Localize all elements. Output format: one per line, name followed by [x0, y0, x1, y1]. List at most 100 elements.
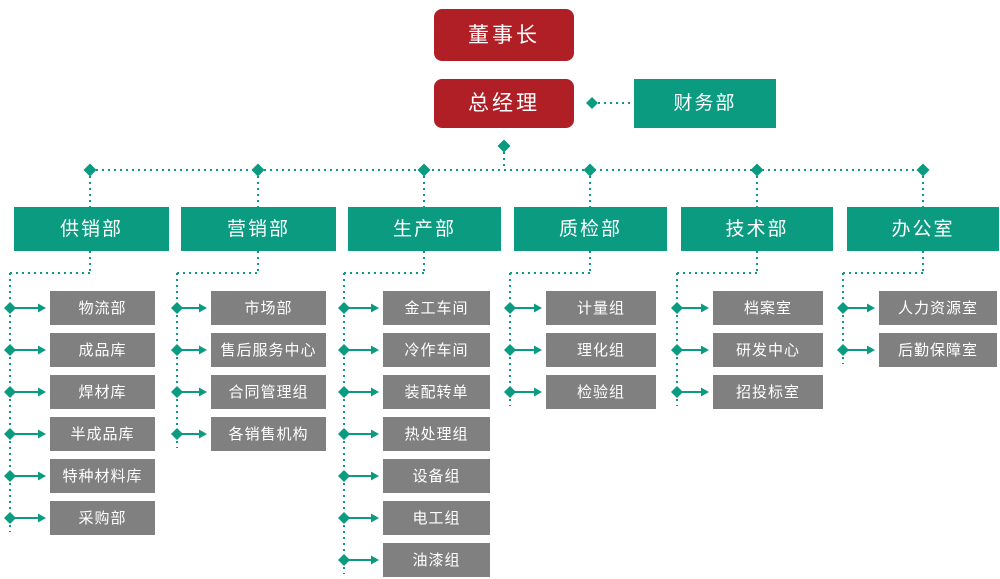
sub-node-technology-0[interactable]: 档案室	[713, 291, 823, 325]
dept-node-marketing[interactable]: 营销部	[181, 207, 336, 251]
staff-node-finance-label: 财务部	[673, 93, 737, 114]
child-arrow-production-5	[344, 513, 379, 523]
child-dot-supply-sales-2	[4, 386, 16, 398]
sub-node-marketing-1-label: 售后服务中心	[220, 341, 317, 359]
sub-node-marketing-0[interactable]: 市场部	[211, 291, 326, 325]
child-arrow-quality-inspection-0	[510, 303, 542, 313]
child-dot-marketing-1	[171, 344, 183, 356]
sub-node-technology-1-label: 研发中心	[735, 341, 800, 359]
dept-bus-dot-technology	[750, 163, 764, 177]
sub-node-production-3[interactable]: 热处理组	[383, 417, 490, 451]
sub-node-production-0[interactable]: 金工车间	[383, 291, 490, 325]
sub-node-production-6-label: 油漆组	[412, 551, 461, 569]
sub-node-technology-0-label: 档案室	[743, 299, 792, 317]
dept-node-technology-label: 技术部	[725, 218, 789, 240]
staff-node-finance[interactable]: 财务部	[634, 79, 776, 128]
sub-node-technology-2-label: 招投标室	[735, 383, 800, 401]
child-arrow-technology-1	[677, 345, 709, 355]
child-dot-supply-sales-3	[4, 428, 16, 440]
sub-node-production-4[interactable]: 设备组	[383, 459, 490, 493]
child-dot-production-2	[338, 386, 350, 398]
dept-bus-dot-marketing	[251, 163, 265, 177]
dept-bus-dot-quality-inspection	[583, 163, 597, 177]
sub-node-quality-inspection-1[interactable]: 理化组	[546, 333, 656, 367]
child-dot-production-1	[338, 344, 350, 356]
sub-node-supply-sales-0-label: 物流部	[78, 299, 127, 317]
exec-node-general-manager[interactable]: 总经理	[434, 79, 574, 128]
dept-node-supply-sales-label: 供销部	[59, 218, 123, 240]
child-dot-office-1	[837, 344, 849, 356]
child-arrow-production-4	[344, 471, 379, 481]
child-arrow-office-0	[843, 303, 875, 313]
child-arrow-marketing-2	[177, 387, 207, 397]
sub-node-supply-sales-0[interactable]: 物流部	[50, 291, 155, 325]
child-dot-production-0	[338, 302, 350, 314]
child-arrow-technology-2	[677, 387, 709, 397]
child-arrow-supply-sales-2	[10, 387, 46, 397]
child-dot-technology-2	[671, 386, 683, 398]
child-dot-supply-sales-1	[4, 344, 16, 356]
child-arrow-supply-sales-4	[10, 471, 46, 481]
child-dot-technology-0	[671, 302, 683, 314]
child-dot-supply-sales-4	[4, 470, 16, 482]
child-dot-marketing-0	[171, 302, 183, 314]
sub-node-production-5-label: 电工组	[412, 509, 461, 527]
child-arrow-production-3	[344, 429, 379, 439]
sub-node-quality-inspection-2-label: 检验组	[576, 383, 625, 401]
sub-node-quality-inspection-0[interactable]: 计量组	[546, 291, 656, 325]
sub-node-office-0[interactable]: 人力资源室	[879, 291, 997, 325]
sub-node-production-5[interactable]: 电工组	[383, 501, 490, 535]
child-dot-quality-inspection-1	[504, 344, 516, 356]
sub-node-production-2[interactable]: 装配转单	[383, 375, 490, 409]
exec-node-chairman[interactable]: 董事长	[434, 9, 574, 61]
child-arrow-supply-sales-0	[10, 303, 46, 313]
sub-node-production-1-label: 冷作车间	[404, 341, 469, 359]
sub-node-technology-1[interactable]: 研发中心	[713, 333, 823, 367]
sub-node-technology-2[interactable]: 招投标室	[713, 375, 823, 409]
child-dot-supply-sales-0	[4, 302, 16, 314]
sub-node-production-1[interactable]: 冷作车间	[383, 333, 490, 367]
child-dot-supply-sales-5	[4, 512, 16, 524]
sub-node-supply-sales-4[interactable]: 特种材料库	[50, 459, 155, 493]
sub-node-supply-sales-1[interactable]: 成品库	[50, 333, 155, 367]
sub-node-office-0-label: 人力资源室	[897, 299, 978, 317]
child-dot-marketing-2	[171, 386, 183, 398]
sub-node-production-6[interactable]: 油漆组	[383, 543, 490, 577]
child-arrow-supply-sales-5	[10, 513, 46, 523]
child-dot-production-3	[338, 428, 350, 440]
sub-node-marketing-1[interactable]: 售后服务中心	[211, 333, 326, 367]
sub-node-marketing-2-label: 合同管理组	[228, 383, 309, 401]
sub-node-marketing-2[interactable]: 合同管理组	[211, 375, 326, 409]
child-dot-production-4	[338, 470, 350, 482]
sub-node-marketing-0-label: 市场部	[244, 299, 293, 317]
sub-node-quality-inspection-2[interactable]: 检验组	[546, 375, 656, 409]
child-arrow-marketing-3	[177, 429, 207, 439]
dept-node-production[interactable]: 生产部	[348, 207, 501, 251]
sub-node-supply-sales-1-label: 成品库	[78, 341, 127, 359]
child-dot-quality-inspection-0	[504, 302, 516, 314]
child-arrow-technology-0	[677, 303, 709, 313]
sub-node-quality-inspection-0-label: 计量组	[576, 299, 625, 317]
dept-node-quality-inspection-label: 质检部	[558, 218, 622, 240]
sub-node-supply-sales-5[interactable]: 采购部	[50, 501, 155, 535]
dept-node-supply-sales[interactable]: 供销部	[14, 207, 169, 251]
sub-node-production-3-label: 热处理组	[404, 425, 469, 443]
child-arrow-production-0	[344, 303, 379, 313]
child-dot-marketing-3	[171, 428, 183, 440]
dept-bus-dot-production	[417, 163, 431, 177]
sub-node-office-1[interactable]: 后勤保障室	[879, 333, 997, 367]
sub-node-supply-sales-3[interactable]: 半成品库	[50, 417, 155, 451]
dept-node-quality-inspection[interactable]: 质检部	[514, 207, 667, 251]
dept-bus-dot-supply-sales	[83, 163, 97, 177]
trunk-dot	[497, 139, 511, 153]
sub-node-marketing-3-label: 各销售机构	[228, 425, 309, 443]
dept-node-technology[interactable]: 技术部	[681, 207, 833, 251]
sub-node-marketing-3[interactable]: 各销售机构	[211, 417, 326, 451]
dept-node-office[interactable]: 办公室	[847, 207, 999, 251]
finance-link-dot	[586, 97, 598, 109]
dept-node-marketing-label: 营销部	[226, 218, 290, 240]
dept-node-production-label: 生产部	[392, 218, 456, 240]
sub-node-production-4-label: 设备组	[412, 467, 461, 485]
sub-node-supply-sales-2[interactable]: 焊材库	[50, 375, 155, 409]
sub-node-office-1-label: 后勤保障室	[897, 341, 978, 359]
